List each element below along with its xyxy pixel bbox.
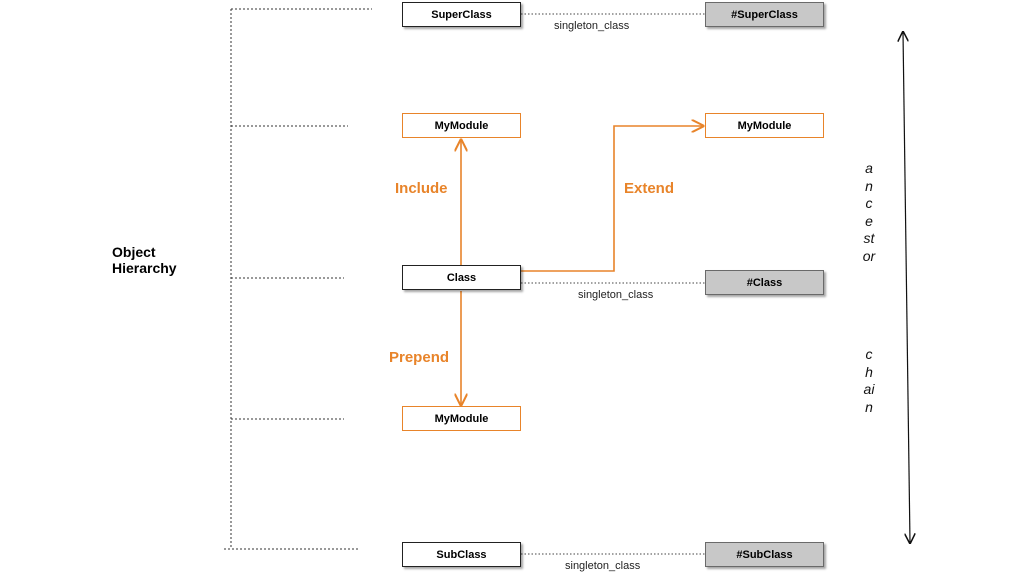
superclass-box: SuperClass — [402, 2, 521, 27]
extend-label: Extend — [624, 180, 675, 197]
object-hierarchy-line2: Hierarchy — [112, 260, 177, 276]
prepended-module-box: MyModule — [402, 406, 521, 431]
singleton-class-label-class: singleton_class — [578, 289, 654, 301]
extended-module-box: MyModule — [705, 113, 824, 138]
singleton-links — [521, 13, 705, 555]
include-label: Include — [395, 180, 448, 197]
object-hierarchy-label: Object Hierarchy — [112, 244, 177, 276]
class-box: Class — [402, 265, 521, 290]
singleton-class-label-subclass: singleton_class — [565, 560, 641, 572]
ancestor-label: ancestor — [862, 160, 876, 264]
relation-arrows — [461, 126, 703, 405]
singleton-class-label-superclass: singleton_class — [554, 20, 630, 32]
extend-arrow — [521, 126, 703, 272]
included-module-box: MyModule — [402, 113, 521, 138]
object-hierarchy-line1: Object — [112, 244, 156, 260]
hierarchy-bracket — [224, 8, 372, 550]
subclass-box: SubClass — [402, 542, 521, 567]
ancestor-chain-arrow — [903, 32, 910, 543]
superclass-singleton-box: #SuperClass — [705, 2, 824, 27]
class-singleton-box: #Class — [705, 270, 824, 295]
prepend-label: Prepend — [389, 349, 450, 366]
chain-label: chain — [863, 346, 875, 415]
subclass-singleton-box: #SubClass — [705, 542, 824, 567]
